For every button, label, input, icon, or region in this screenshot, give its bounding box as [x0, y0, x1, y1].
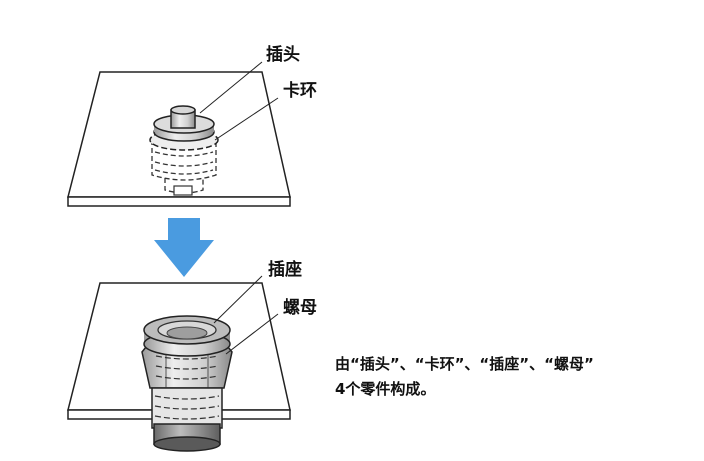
leader-clip	[214, 97, 279, 141]
socket-bottom-cap	[153, 423, 221, 452]
plug-tip	[173, 185, 193, 196]
description-line-1: 由“插头”、“卡环”、“插座”、“螺母”	[335, 355, 594, 373]
label-nut: 螺母	[283, 298, 317, 318]
label-plug: 插头	[266, 45, 300, 65]
socket-thread	[151, 387, 223, 429]
leader-nut	[225, 313, 279, 355]
top-plate-edge	[67, 196, 291, 207]
label-clip: 卡环	[283, 81, 317, 101]
hidden-plug-body	[151, 140, 217, 194]
leader-socket	[213, 275, 263, 324]
leader-plug	[199, 61, 263, 114]
top-panel	[67, 61, 291, 207]
plug-pin	[170, 105, 196, 129]
bottom-panel	[67, 275, 291, 452]
description: 由“插头”、“卡环”、“插座”、“螺母” 4个零件构成。	[335, 352, 594, 402]
label-socket: 插座	[268, 260, 302, 280]
socket-flange	[143, 315, 231, 357]
down-arrow	[154, 218, 214, 277]
description-line-2: 4个零件构成。	[335, 380, 436, 398]
